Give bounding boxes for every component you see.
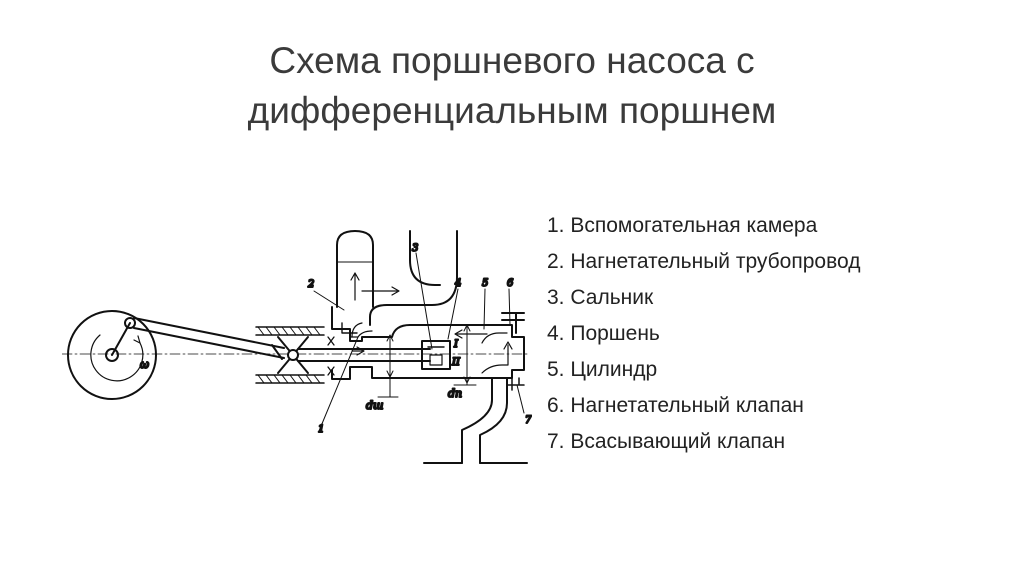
title-line-1: Схема поршневого насоса с — [269, 40, 755, 81]
legend-number: 7. — [547, 430, 565, 453]
legend-item: 5. Цилиндр — [547, 355, 860, 391]
legend-item: 7. Всасывающий клапан — [547, 427, 860, 463]
diameter-markers — [377, 324, 477, 398]
crank-wheel — [67, 310, 157, 400]
piston — [421, 340, 451, 370]
callout-2: 2 — [307, 279, 314, 290]
piston-rod — [297, 348, 431, 362]
discharge-valve — [501, 312, 525, 334]
slide-title: Схема поршневого насоса с дифференциальн… — [0, 36, 1024, 136]
callout-4: 4 — [454, 278, 461, 289]
legend-item: 6. Нагнетательный клапан — [547, 391, 860, 427]
legend-text: Поршень — [570, 322, 660, 345]
chamber-I-label: I — [453, 339, 459, 350]
flow-arrows — [351, 329, 513, 374]
air-cap — [336, 230, 374, 308]
legend-item: 2. Нагнетательный трубопровод — [547, 247, 860, 283]
crosshead — [277, 336, 309, 374]
legend-text: Всасывающий клапан — [570, 430, 786, 453]
legend-number: 2. — [547, 250, 565, 273]
legend-text: Нагнетательный трубопровод — [570, 250, 861, 273]
suction-pipe — [423, 377, 528, 464]
callout-6: 6 — [507, 278, 514, 289]
leader-lines — [313, 252, 525, 432]
legend-text: Нагнетательный клапан — [570, 394, 804, 417]
legend-number: 5. — [547, 358, 565, 381]
legend-number: 4. — [547, 322, 565, 345]
gland-marks — [327, 336, 335, 376]
legend-item: 3. Сальник — [547, 283, 860, 319]
legend-number: 1. — [547, 214, 565, 237]
legend-item: 4. Поршень — [547, 319, 860, 355]
d-p-label: dп — [448, 387, 462, 400]
pump-diagram: 1 2 3 4 5 6 7 ω I II dш dп — [61, 225, 533, 475]
legend-number: 3. — [547, 286, 565, 309]
callout-1: 1 — [318, 424, 324, 435]
discharge-pipe — [369, 230, 458, 326]
omega-label: ω — [140, 358, 149, 371]
legend-number: 6. — [547, 394, 565, 417]
legend-text: Сальник — [570, 286, 654, 309]
title-line-2: дифференциальным поршнем — [247, 90, 777, 131]
legend-list: 1. Вспомогательная камера 2. Нагнетатель… — [547, 211, 860, 463]
d-sh-label: dш — [366, 399, 383, 412]
callout-5: 5 — [482, 278, 488, 289]
legend-text: Вспомогательная камера — [570, 214, 818, 237]
legend-item: 1. Вспомогательная камера — [547, 211, 860, 247]
callout-3: 3 — [412, 243, 418, 254]
legend-text: Цилиндр — [570, 358, 658, 381]
crosshead-guides — [255, 326, 325, 384]
chamber-II-label: II — [451, 357, 461, 368]
connecting-rod — [133, 317, 285, 360]
callout-7: 7 — [525, 415, 532, 426]
